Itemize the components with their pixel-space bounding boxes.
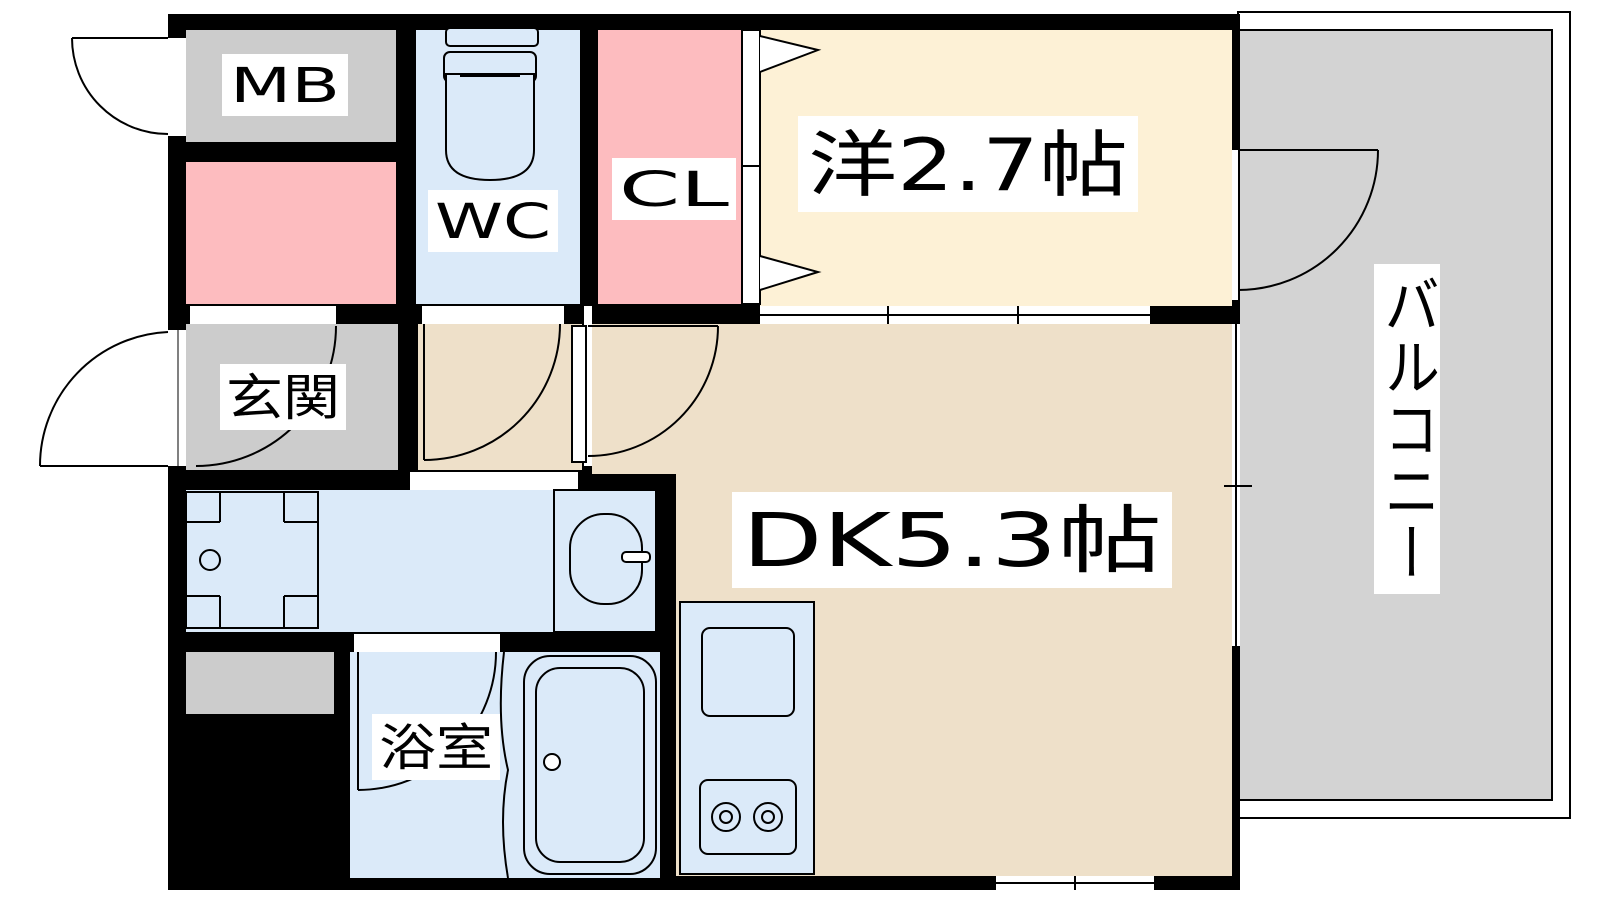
storage-pink-room [186, 162, 396, 304]
balcony-label-bg [1374, 264, 1440, 594]
cl-label: CL [619, 162, 729, 218]
mb-label-bg [222, 54, 348, 116]
wash-basin [553, 489, 657, 633]
western-room-label-bg [798, 116, 1138, 212]
dk-label-bg [732, 492, 1172, 588]
toilet [443, 27, 539, 182]
mb-label: MB [230, 58, 340, 114]
washing-machine [185, 491, 319, 629]
balcony [1237, 11, 1571, 819]
wc-label: WC [435, 194, 551, 250]
bathroom-label-bg [372, 714, 500, 780]
washroom-door [410, 472, 578, 490]
western-sliding-door [760, 306, 1150, 324]
cl-label-bg [612, 158, 736, 220]
dk-room-upper [592, 324, 1232, 474]
dk-label: DK5.3帖 [742, 498, 1162, 584]
balcony-door [1232, 149, 1379, 300]
kitchen-counter [679, 601, 815, 875]
hallway-room [418, 324, 582, 470]
balcony-label: バルコニー [1375, 273, 1440, 583]
dk-door [571, 306, 719, 466]
entrance-label: 玄関 [226, 369, 340, 427]
cl-folding-doors [741, 29, 822, 305]
bathtub [499, 651, 657, 879]
small-gray-storage [186, 652, 334, 714]
bathroom-label: 浴室 [379, 719, 493, 777]
dk-window-east [1224, 324, 1252, 646]
entrance-label-bg [220, 364, 346, 430]
dk-window-south [996, 876, 1154, 890]
wc-label-bg [428, 190, 558, 252]
western-room-label: 洋2.7帖 [808, 123, 1128, 207]
entrance-door [38, 330, 186, 467]
wc-door [422, 306, 564, 461]
front-door-top [71, 37, 186, 136]
